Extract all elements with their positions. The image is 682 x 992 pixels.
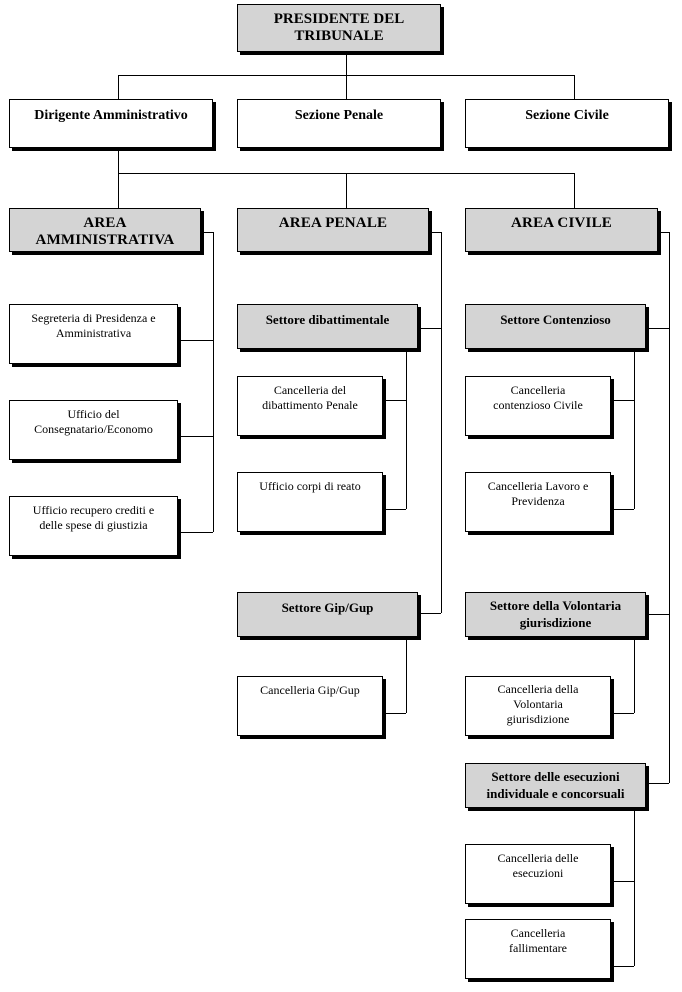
box-sezione-penale: Sezione Penale [237, 99, 441, 148]
box-settore-volontaria: Settore della Volontaria giurisdizione [465, 592, 646, 637]
office-label: Cancelleria della Volontaria giurisdizio… [497, 682, 579, 726]
office-label: Cancelleria fallimentare [509, 926, 567, 955]
box-ufficio-corpi-reato: Ufficio corpi di reato [237, 472, 383, 532]
area-civile-title: AREA CIVILE [511, 215, 612, 231]
sezione-penale-label: Sezione Penale [294, 108, 384, 123]
box-segreteria-presidenza: Segreteria di Presidenza e Amministrativ… [9, 304, 178, 364]
box-cancelleria-gip-gup: Cancelleria Gip/Gup [237, 676, 383, 736]
settore-title: Settore dibattimentale [265, 312, 390, 327]
box-settore-dibattimentale: Settore dibattimentale [237, 304, 418, 349]
box-settore-gip-gup: Settore Gip/Gup [237, 592, 418, 637]
box-area-civile: AREA CIVILE [465, 208, 658, 252]
office-label: Cancelleria Gip/Gup [260, 683, 360, 697]
box-ufficio-recupero-crediti: Ufficio recupero crediti e delle spese d… [9, 496, 178, 556]
box-presidente: PRESIDENTE DEL TRIBUNALE [237, 4, 441, 52]
office-label: Ufficio corpi di reato [259, 479, 361, 493]
office-label: Segreteria di Presidenza e Amministrativ… [31, 311, 156, 340]
area-amministrativa-title: AREA AMMINISTRATIVA [35, 215, 175, 248]
box-dirigente-amministrativo: Dirigente Amministrativo [9, 99, 213, 148]
office-label: Cancelleria Lavoro e Previdenza [487, 479, 589, 508]
settore-title: Settore delle esecuzioni individuale e c… [486, 769, 625, 801]
office-label: Ufficio recupero crediti e delle spese d… [32, 503, 155, 532]
dirigente-label: Dirigente Amministrativo [34, 108, 188, 123]
box-ufficio-consegnatario: Ufficio del Consegnatario/Economo [9, 400, 178, 460]
box-area-penale: AREA PENALE [237, 208, 429, 252]
box-cancelleria-dibattimento: Cancelleria del dibattimento Penale [237, 376, 383, 436]
presidente-label: PRESIDENTE DEL TRIBUNALE [273, 11, 405, 44]
sezione-civile-label: Sezione Civile [525, 108, 609, 123]
settore-title: Settore della Volontaria giurisdizione [489, 598, 622, 630]
box-area-amministrativa: AREA AMMINISTRATIVA [9, 208, 201, 252]
office-label: Cancelleria del dibattimento Penale [262, 383, 358, 412]
box-settore-esecuzioni: Settore delle esecuzioni individuale e c… [465, 763, 646, 808]
area-penale-title: AREA PENALE [278, 215, 388, 231]
office-label: Cancelleria delle esecuzioni [497, 851, 579, 880]
office-label: Ufficio del Consegnatario/Economo [34, 407, 153, 436]
box-cancelleria-esecuzioni: Cancelleria delle esecuzioni [465, 844, 611, 904]
box-cancelleria-contenzioso: Cancelleria contenzioso Civile [465, 376, 611, 436]
box-cancelleria-fallimentare: Cancelleria fallimentare [465, 919, 611, 979]
box-settore-contenzioso: Settore Contenzioso [465, 304, 646, 349]
settore-title: Settore Gip/Gup [281, 600, 374, 615]
office-label: Cancelleria contenzioso Civile [493, 383, 583, 412]
settore-title: Settore Contenzioso [500, 312, 611, 327]
box-cancelleria-lavoro: Cancelleria Lavoro e Previdenza [465, 472, 611, 532]
box-cancelleria-volontaria: Cancelleria della Volontaria giurisdizio… [465, 676, 611, 736]
box-sezione-civile: Sezione Civile [465, 99, 669, 148]
